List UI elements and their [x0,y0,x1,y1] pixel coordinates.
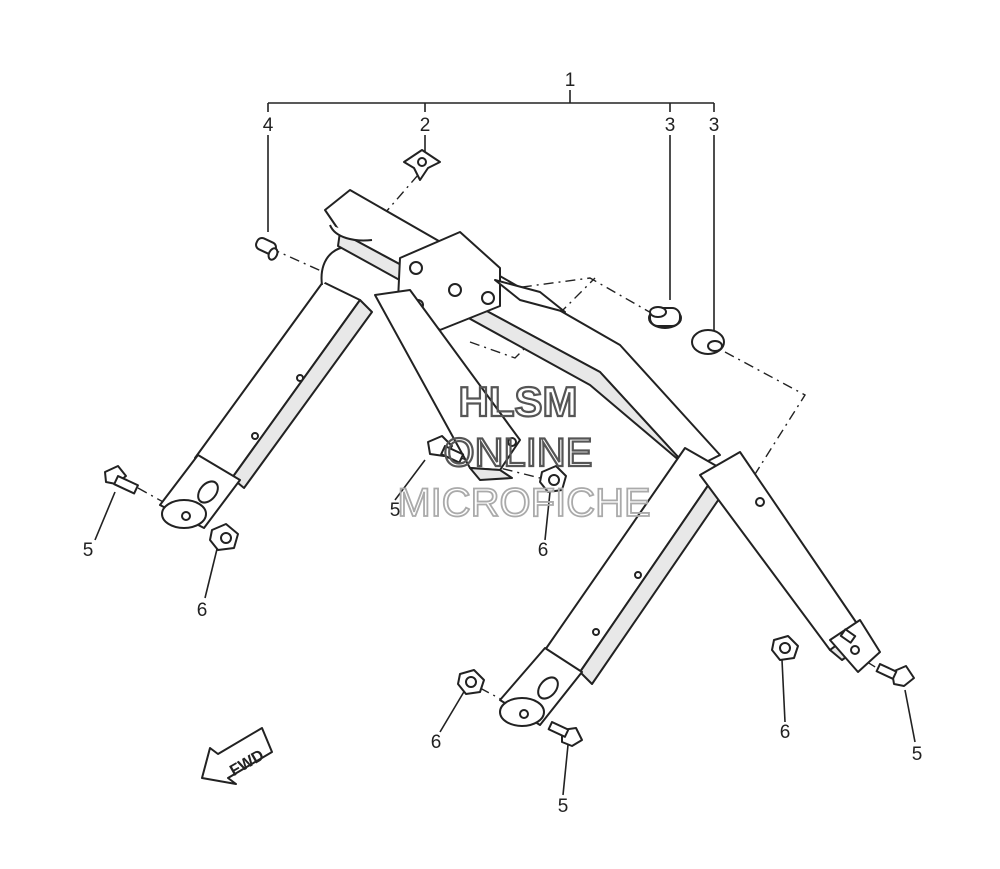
callout-5d: 5 [912,744,923,765]
callout-1: 1 [565,70,576,91]
damper-part-3b [691,329,725,355]
bolt-5-right [875,663,915,687]
right-rear-leg [499,447,733,727]
left-rear-leg [159,281,373,529]
bolt-5-left [104,465,139,495]
callout-6d: 6 [780,722,791,743]
nut-6-right [771,635,799,661]
callout-3a: 3 [665,115,676,136]
watermark-line-3: MICROFICHE [397,481,650,525]
callout-5b: 5 [390,500,401,521]
callout-4: 4 [263,115,274,136]
callout-2: 2 [420,115,431,136]
callout-6a: 6 [197,600,208,621]
right-front-leg [699,451,881,673]
fwd-arrow: FWD [201,727,273,785]
watermark-line-2: ONLINE [444,431,593,475]
callouts: 1 2 3 3 4 5 5 5 5 6 6 6 6 [83,70,923,817]
damper-part-3a [648,306,682,329]
nut-6-centre [539,465,567,493]
callout-5a: 5 [83,540,94,561]
clip-part-2 [403,149,441,181]
callout-6c: 6 [431,732,442,753]
pin-part-4 [255,236,279,261]
callout-5c: 5 [558,796,569,817]
centre-brace [374,289,521,481]
nut-6-bottom-left [457,669,485,695]
bolt-5-bottom [547,721,583,747]
callout-3b: 3 [709,115,720,136]
bolt-5-centre [427,435,465,464]
mounting-bracket [397,231,566,331]
watermark: HLSM ONLINE MICROFICHE [396,377,651,526]
assembly-bracket [267,90,715,112]
callout-6b: 6 [538,540,549,561]
leader-lines [94,135,916,796]
watermark-line-1: HLSM [459,378,578,425]
nut-6-left [209,523,239,551]
